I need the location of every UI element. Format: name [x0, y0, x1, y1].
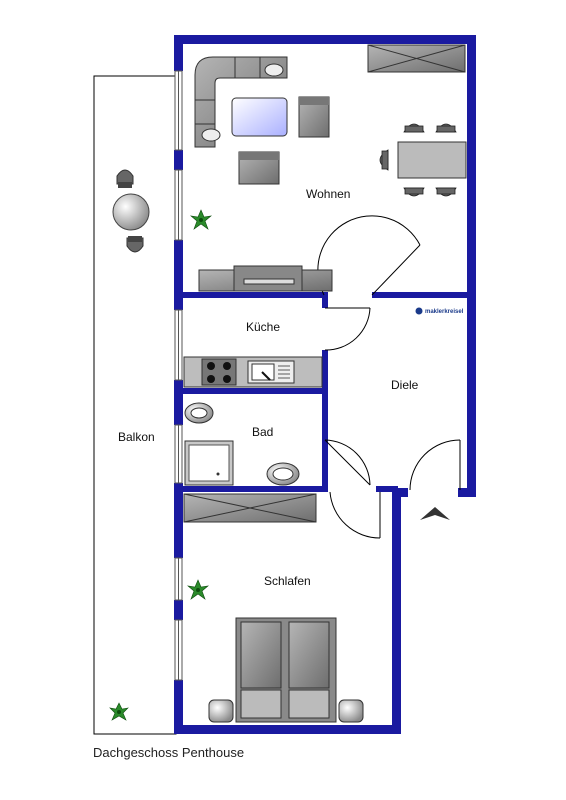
balcony-table — [112, 169, 150, 253]
walls — [174, 35, 476, 734]
kitchen-counter — [183, 356, 323, 388]
living-room-furniture — [189, 44, 467, 292]
windows — [174, 70, 183, 681]
room-label-wohnen: Wohnen — [306, 187, 350, 201]
plant-icon — [109, 702, 129, 721]
bedroom-furniture — [183, 493, 364, 723]
doors — [317, 215, 461, 539]
room-label-schlafen: Schlafen — [264, 574, 311, 588]
entrance-arrow-icon — [420, 507, 450, 520]
plan-caption: Dachgeschoss Penthouse — [93, 745, 245, 760]
room-label-bad: Bad — [252, 425, 273, 439]
room-label-balkon: Balkon — [118, 430, 155, 444]
plant-icon — [189, 209, 213, 230]
balcony — [93, 75, 177, 735]
plant-icon — [186, 579, 210, 600]
room-label-diele: Diele — [391, 378, 419, 392]
bathroom-fixtures — [184, 402, 300, 486]
brand-text: maklerkreisel — [425, 309, 464, 315]
brand-logo: maklerkreisel — [415, 307, 464, 315]
room-label-kueche: Küche — [246, 320, 280, 334]
